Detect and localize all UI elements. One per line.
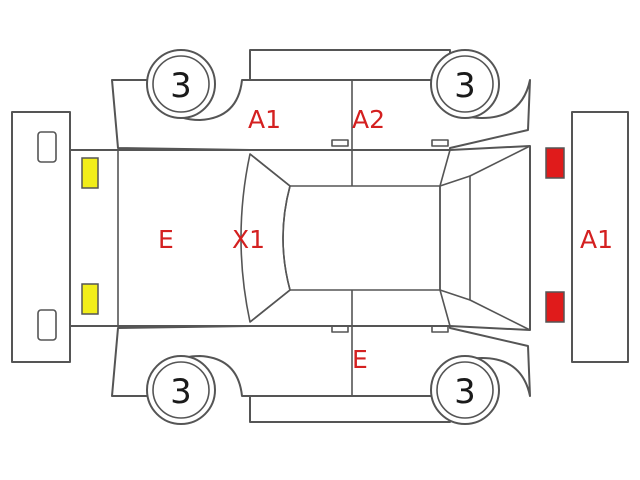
wheel-rear-left: 3: [430, 49, 500, 119]
damage-code-windshield: X1: [232, 225, 265, 254]
car-body: [69, 145, 531, 331]
wheel-grade: 3: [170, 66, 192, 106]
wheel-front-left: 3: [146, 49, 216, 119]
front-lamp-icon: [81, 157, 99, 189]
rear-lamp-icon: [545, 291, 565, 323]
wheel-grade: 3: [454, 372, 476, 412]
damage-code-hood: E: [158, 225, 174, 254]
wheel-grade: 3: [170, 372, 192, 412]
wheel-front-right: 3: [146, 355, 216, 425]
damage-code-right-doors: E: [352, 345, 368, 374]
damage-code-front-left-door: A1: [248, 105, 281, 134]
rear-lamp-icon: [545, 147, 565, 179]
damage-code-rear-bumper: A1: [580, 225, 613, 254]
rear-bumper: [571, 111, 629, 363]
wheel-rear-right: 3: [430, 355, 500, 425]
roof: [282, 185, 441, 291]
front-bumper: [11, 111, 71, 363]
damage-code-rear-left-door: A2: [352, 105, 385, 134]
wheel-grade: 3: [454, 66, 476, 106]
front-lamp-icon: [81, 283, 99, 315]
